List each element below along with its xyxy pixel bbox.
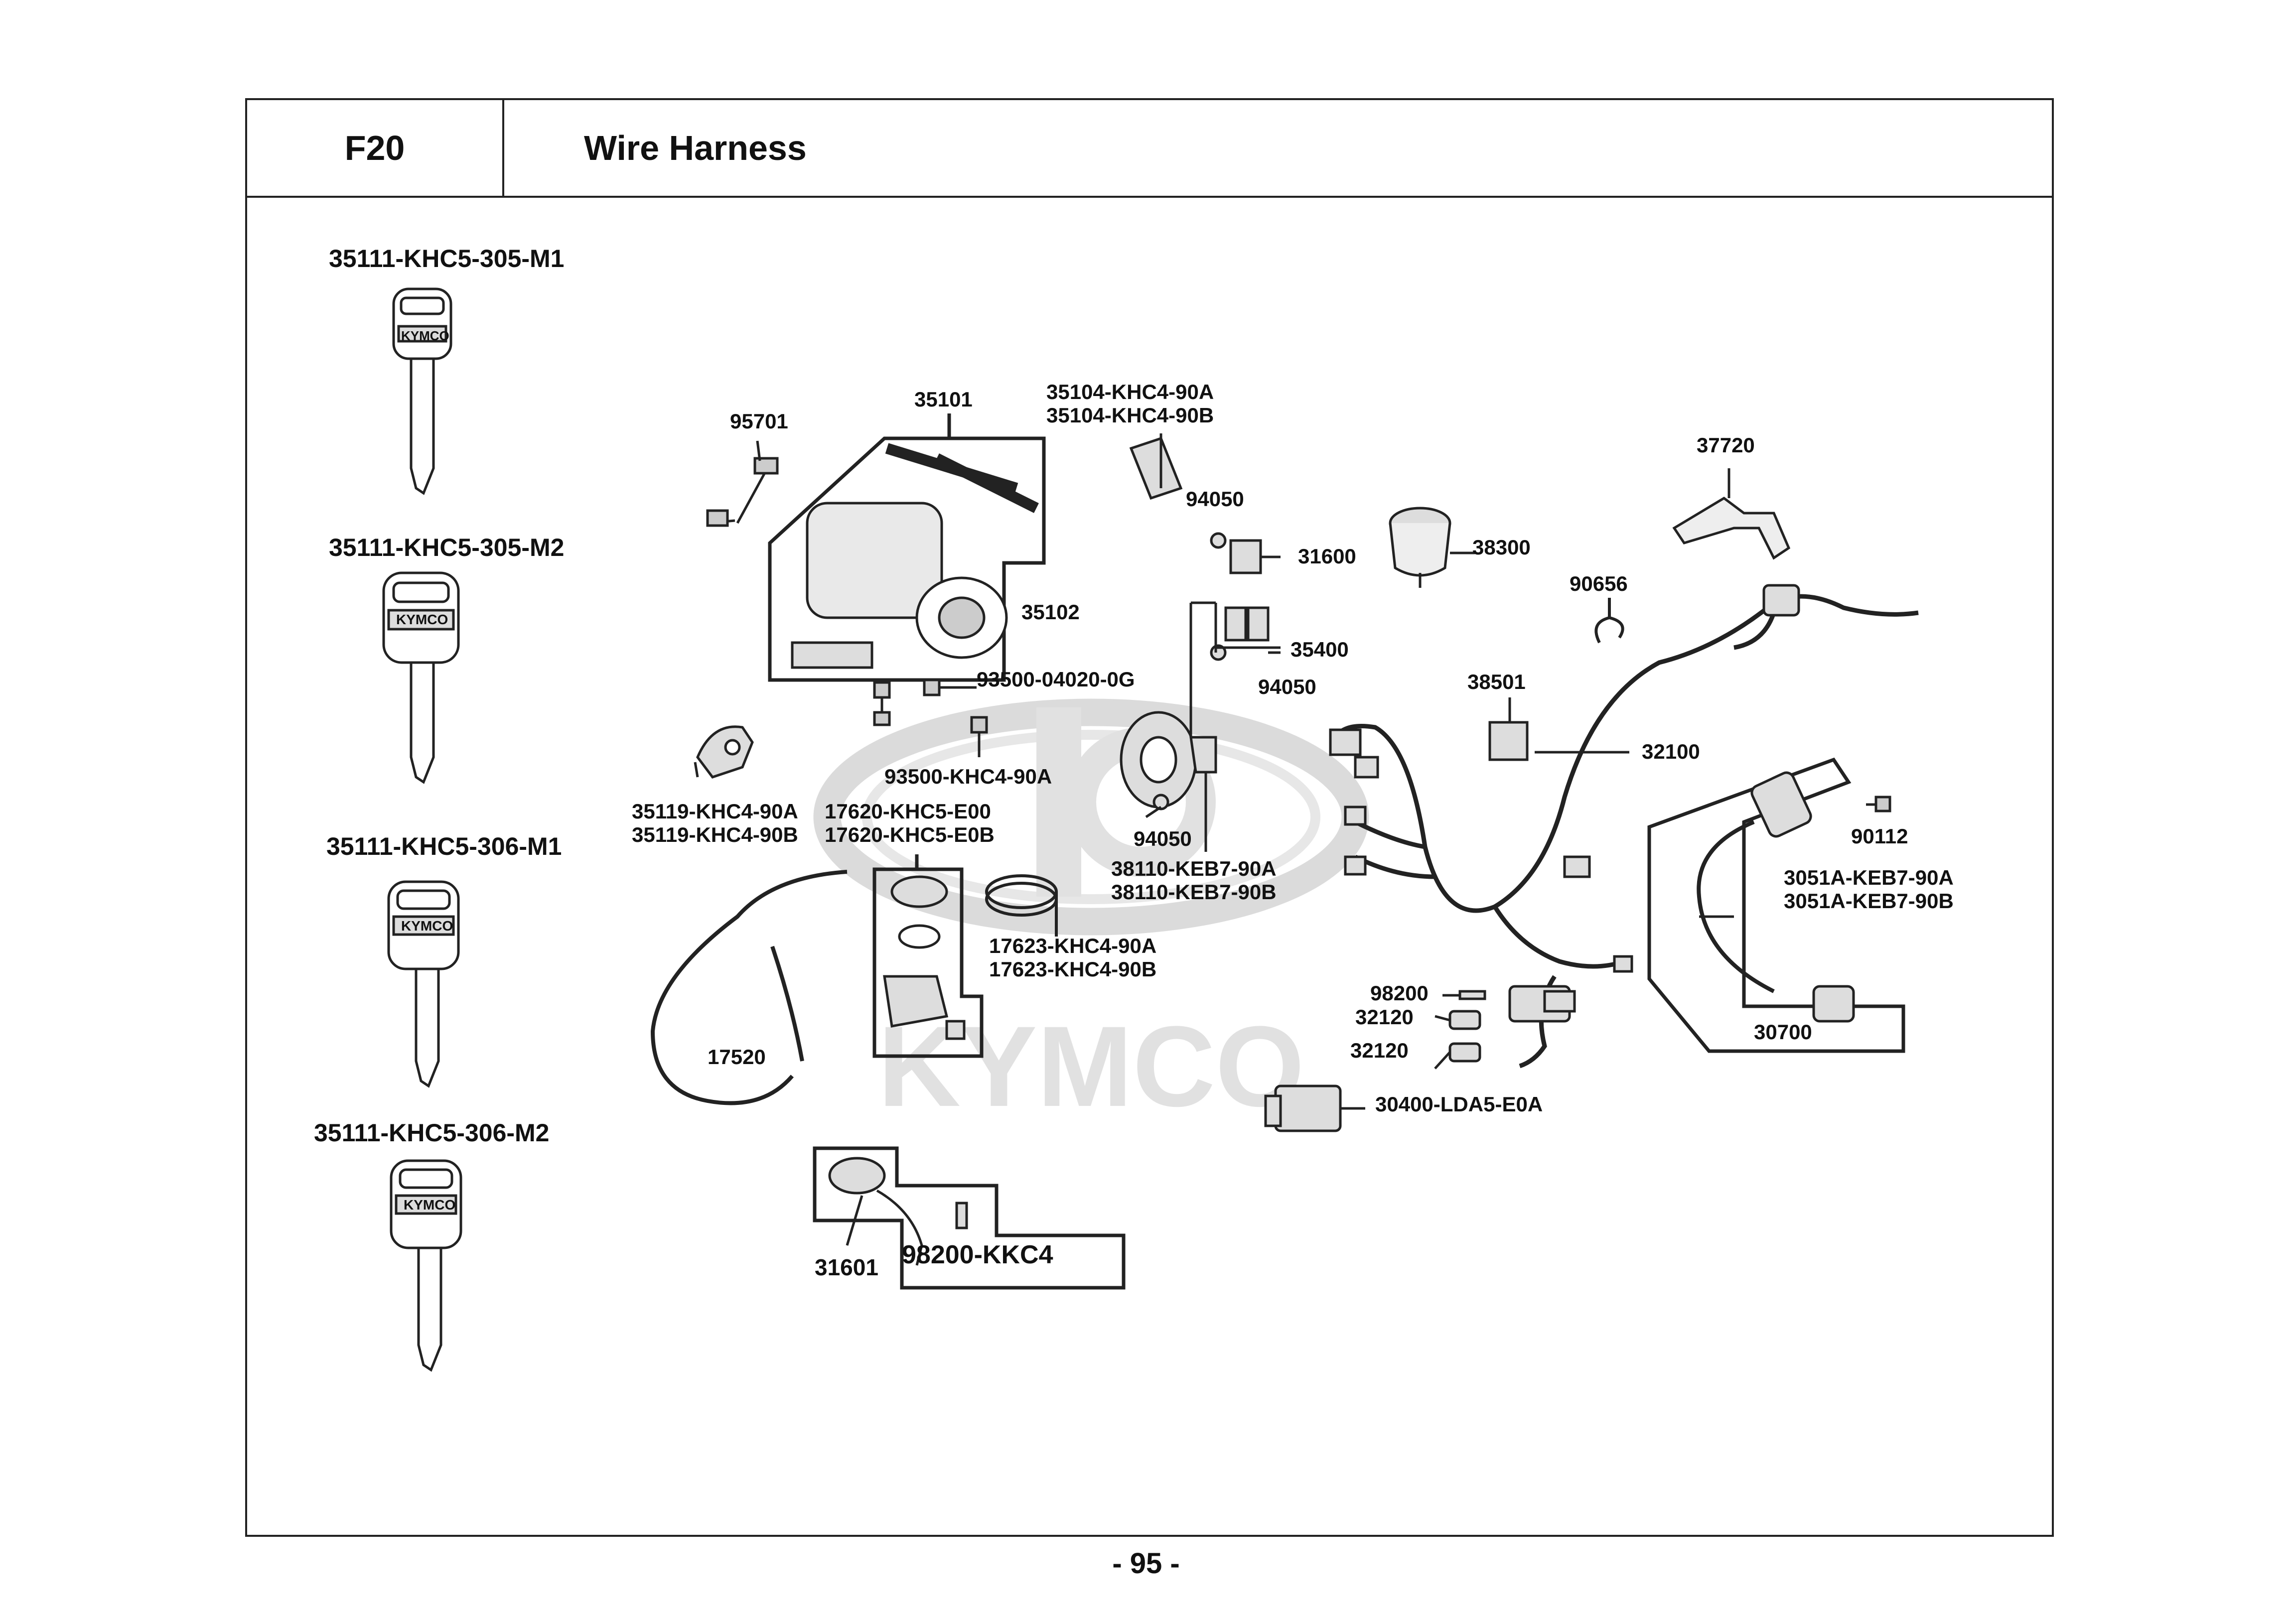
part-label: 94050 [1258, 675, 1316, 698]
part-label: 17623-KHC4-90B [989, 957, 1157, 981]
part-label: 90112 [1851, 824, 1908, 848]
header-divider [504, 196, 2054, 198]
part-label: 35104-KHC4-90A [1046, 380, 1214, 404]
part-label: 38110-KEB7-90B [1111, 880, 1277, 904]
part-label: 35119-KHC4-90B [632, 823, 798, 846]
part-label: 17623-KHC4-90A [989, 934, 1157, 957]
key-brand: KYMCO [404, 1197, 456, 1213]
diagram-frame [245, 98, 2054, 1537]
part-label: 93500-04020-0G [977, 668, 1135, 691]
part-label: 3051A-KEB7-90A [1784, 866, 1954, 889]
page-title: Wire Harness [584, 129, 807, 167]
bracket-icon [694, 725, 754, 779]
connector-icon [1329, 584, 1800, 1023]
screw-icon [706, 440, 779, 527]
screw-icon [873, 678, 988, 757]
key-part-number: 35111-KHC5-306-M1 [326, 832, 562, 860]
section-code: F20 [245, 98, 504, 198]
ring-icon [985, 874, 1058, 937]
starter-relay-icon [1697, 771, 1855, 1023]
relay-icon [1189, 532, 1281, 742]
part-label: 31601 [815, 1254, 878, 1280]
cable-icon [650, 870, 848, 1105]
part-label: 94050 [1186, 487, 1244, 511]
clamp-icon [1594, 598, 1624, 644]
key-brand: KYMCO [401, 918, 453, 934]
part-label: 38300 [1472, 536, 1531, 559]
part-label: 17620-KHC5-E0B [825, 823, 995, 846]
regulator-icon [1264, 1084, 1365, 1132]
page-number: - 95 - [1112, 1547, 1180, 1580]
socket-icon [828, 1157, 968, 1266]
part-label: 35400 [1291, 638, 1349, 661]
part-label: 3051A-KEB7-90B [1784, 889, 1954, 913]
part-label: 35119-KHC4-90A [632, 800, 798, 823]
part-label: 38501 [1467, 670, 1526, 693]
svg-text:KYMCO: KYMCO [878, 1002, 1304, 1130]
key-part-number: 35111-KHC5-306-M2 [314, 1119, 550, 1147]
part-label: 95701 [730, 409, 788, 433]
part-label: 37720 [1697, 433, 1755, 457]
horn-icon [1120, 711, 1217, 852]
part-label: 94050 [1134, 827, 1192, 850]
part-label: 31600 [1298, 544, 1356, 568]
part-label: 35101 [914, 388, 973, 411]
lock-set-box [872, 854, 984, 1058]
part-label: 30400-LDA5-E0A [1375, 1092, 1543, 1116]
part-label: 32120 [1350, 1039, 1409, 1062]
part-label: 93500-KHC4-90A [884, 765, 1052, 788]
kymco-watermark: KYMCO [813, 698, 1369, 1130]
key-part-number: 35111-KHC5-305-M1 [329, 245, 565, 272]
part-label: 32100 [1642, 740, 1700, 763]
fuse-icon [1442, 990, 1486, 1063]
part-label: 17620-KHC5-E00 [825, 800, 991, 823]
part-label: 98200-KKC4 [902, 1240, 1053, 1269]
socket-set-box [813, 1146, 1126, 1290]
key-brand: KYMCO [401, 328, 449, 343]
key-icon [382, 571, 460, 784]
lock-cover-icon [883, 875, 966, 1040]
relay-icon [1488, 697, 1529, 761]
part-label: 38110-KEB7-90A [1111, 857, 1277, 880]
part-label: 30700 [1754, 1020, 1812, 1044]
part-label: 17520 [708, 1045, 766, 1069]
key-icon [392, 287, 452, 495]
starter-switch-icon [1389, 507, 1475, 588]
part-label: 98200 [1370, 981, 1429, 1005]
bracket-icon [1672, 468, 1791, 560]
ignition-body-icon [791, 443, 1039, 669]
key-part-number: 35111-KHC5-305-M2 [329, 534, 565, 561]
part-label: 90656 [1570, 572, 1628, 595]
key-icon [387, 880, 460, 1088]
part-label: 35104-KHC4-90B [1046, 404, 1214, 427]
part-label: 35102 [1021, 600, 1080, 624]
key-brand: KYMCO [396, 612, 448, 627]
part-label: 32120 [1355, 1005, 1414, 1029]
leader-lines [1145, 646, 1629, 1070]
key-icon [390, 1159, 462, 1372]
screw-icon [1866, 796, 1891, 812]
bracket-icon [1129, 433, 1183, 500]
